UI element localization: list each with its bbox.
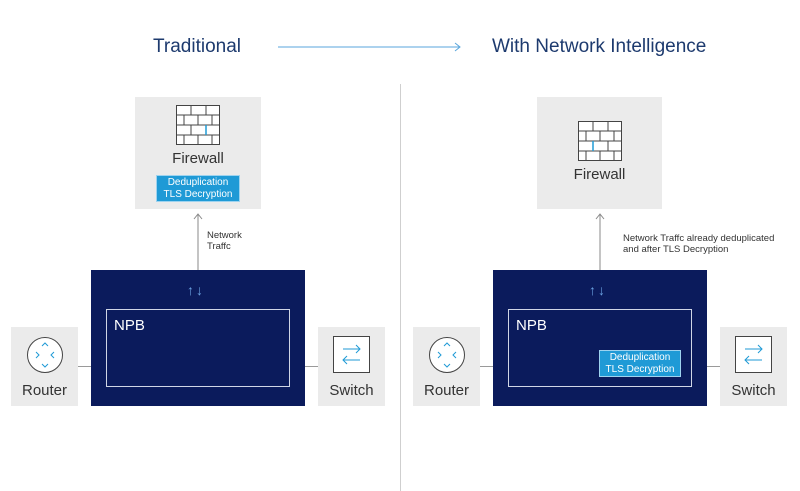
router-label-right: Router bbox=[423, 382, 470, 399]
router-connector-right bbox=[480, 366, 493, 367]
switch-connector-right bbox=[707, 366, 720, 367]
npb-box-left: ↑↓ NPB bbox=[91, 270, 305, 406]
traffic-label-left: Network Traffc bbox=[207, 230, 242, 252]
network-intelligence-title: With Network Intelligence bbox=[492, 36, 707, 57]
firewall-icon bbox=[578, 121, 622, 161]
switch-label-left: Switch bbox=[329, 382, 374, 399]
switch-box-left: Switch bbox=[318, 327, 385, 406]
header-arrow-icon bbox=[278, 42, 461, 52]
switch-label-right: Switch bbox=[731, 382, 776, 399]
traffic-line-1: Network bbox=[207, 230, 242, 241]
router-icon bbox=[27, 337, 63, 373]
firewall-icon bbox=[176, 105, 220, 145]
badge-line-1: Deduplication bbox=[167, 177, 229, 188]
capability-badge-right: Deduplication TLS Decryption bbox=[599, 350, 681, 377]
traffic-line-2: and after TLS Decryption bbox=[623, 244, 729, 255]
traditional-title: Traditional bbox=[153, 36, 242, 57]
badge-line-2: TLS Decryption bbox=[605, 363, 675, 375]
switch-connector-left bbox=[305, 366, 318, 367]
switch-box-right: Switch bbox=[720, 327, 787, 406]
npb-inner-frame: NPB bbox=[508, 309, 692, 387]
bidirectional-arrows-icon: ↑↓ bbox=[187, 282, 205, 298]
router-box-right: Router bbox=[413, 327, 480, 406]
firewall-label-right: Firewall bbox=[573, 166, 626, 183]
router-box-left: Router bbox=[11, 327, 78, 406]
npb-inner-frame: NPB bbox=[106, 309, 290, 387]
switch-icon bbox=[735, 336, 772, 373]
bidirectional-arrows-icon: ↑↓ bbox=[589, 282, 607, 298]
capability-badge-left: Deduplication TLS Decryption bbox=[156, 175, 240, 202]
up-arrow-icon bbox=[595, 213, 605, 270]
router-label-left: Router bbox=[21, 382, 68, 399]
center-divider bbox=[400, 84, 401, 491]
badge-line-1: Deduplication bbox=[609, 352, 671, 363]
switch-icon bbox=[333, 336, 370, 373]
router-icon bbox=[429, 337, 465, 373]
up-arrow-icon bbox=[193, 213, 203, 270]
npb-label-left: NPB bbox=[114, 317, 145, 334]
traffic-line-1: Network Traffc already deduplicated bbox=[623, 233, 775, 244]
router-connector-left bbox=[78, 366, 91, 367]
firewall-box-right: Firewall bbox=[537, 97, 662, 209]
badge-line-2: TLS Decryption bbox=[163, 188, 233, 200]
npb-label-right: NPB bbox=[516, 317, 547, 334]
traffic-line-2: Traffc bbox=[207, 241, 231, 252]
npb-box-right: ↑↓ NPB Deduplication TLS Decryption bbox=[493, 270, 707, 406]
firewall-label-left: Firewall bbox=[172, 150, 224, 167]
traffic-label-right: Network Traffc already deduplicated and … bbox=[623, 233, 774, 255]
